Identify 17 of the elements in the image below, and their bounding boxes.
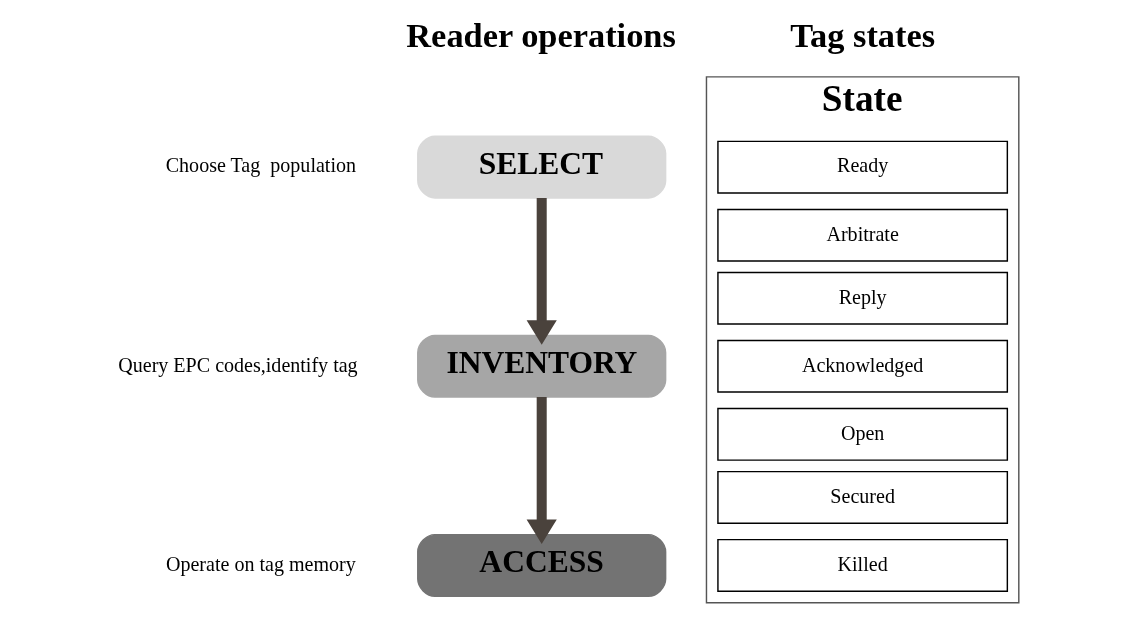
node-box: SELECT xyxy=(417,135,667,199)
node-box: Ready xyxy=(717,140,1009,194)
node-label: Query EPC codes,identify tag xyxy=(118,353,358,376)
node-box: Acknowledged xyxy=(717,339,1009,393)
arrow xyxy=(526,397,557,545)
node-label: Choose Tag population xyxy=(165,154,357,177)
node-box: Arbitrate xyxy=(717,208,1009,262)
label: Tag states xyxy=(790,16,936,55)
node-box: Open xyxy=(717,407,1009,461)
label: Reader operations xyxy=(406,16,676,55)
node-box: Reply xyxy=(717,271,1009,325)
node-box: Killed xyxy=(717,538,1009,592)
node-label: Operate on tag memory xyxy=(165,552,356,575)
arrow xyxy=(526,197,557,345)
node-box: Secured xyxy=(717,470,1009,524)
node-box: INVENTORY xyxy=(417,334,667,398)
node-box: ACCESS xyxy=(417,533,667,597)
